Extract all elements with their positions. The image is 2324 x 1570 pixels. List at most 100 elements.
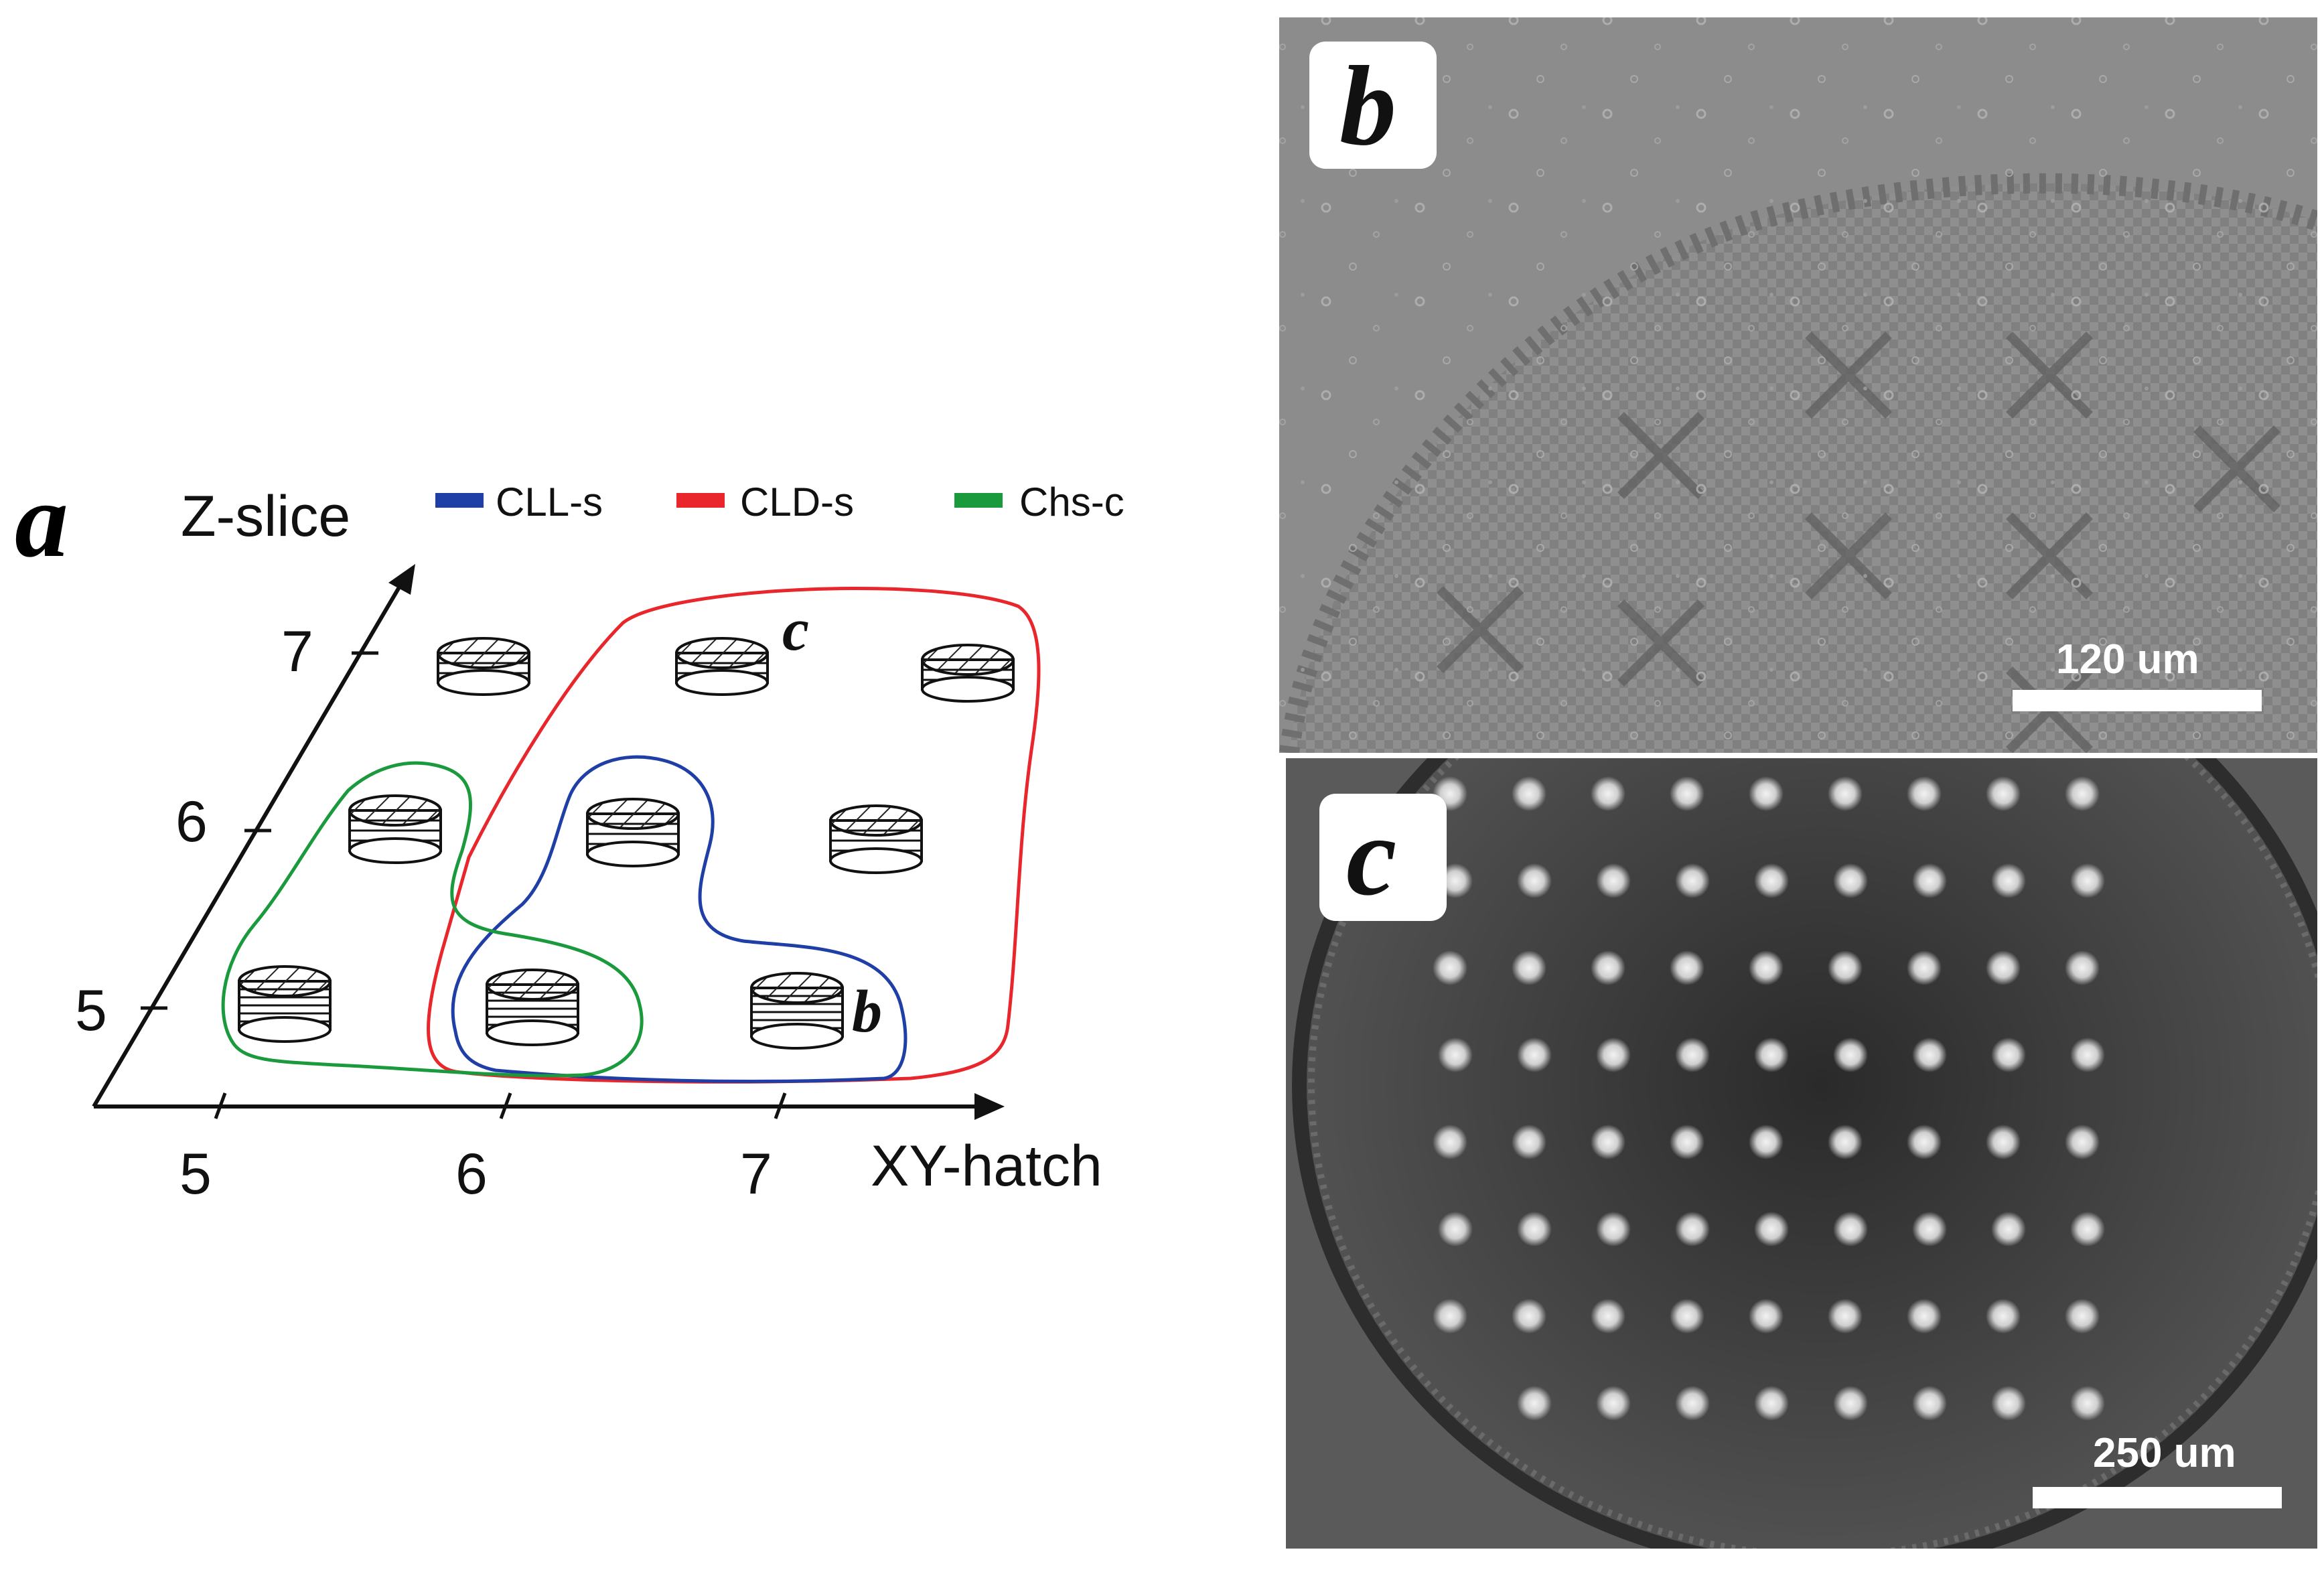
legend-swatch-cll bbox=[435, 493, 484, 508]
pillar-spot bbox=[1991, 1212, 2026, 1246]
panel-c-micrograph: c 250 um bbox=[1286, 758, 2317, 1549]
pillar-spot bbox=[1991, 1038, 2026, 1072]
legend-label-chs: Chs-c bbox=[1019, 480, 1124, 524]
pillar-spot bbox=[1833, 1386, 1868, 1421]
panel-c-label: c bbox=[1346, 793, 1396, 919]
pillar-spot bbox=[1670, 776, 1704, 811]
pillar-spot bbox=[1833, 1212, 1868, 1246]
pillar-spot bbox=[1754, 863, 1789, 898]
pillar-spot bbox=[2070, 1212, 2105, 1246]
badge-c bbox=[1319, 794, 1447, 921]
pillar-spot bbox=[1833, 863, 1868, 898]
marker-c-label: c bbox=[782, 597, 809, 663]
cld-group-outline bbox=[427, 587, 1041, 1084]
pillar-spot bbox=[1596, 1038, 1631, 1072]
legend-swatch-cld bbox=[676, 493, 725, 508]
z-axis-line bbox=[92, 581, 404, 1108]
pillar-spot bbox=[1517, 1212, 1552, 1246]
pillar-spot bbox=[1591, 950, 1625, 985]
cylinder-r6-c6 bbox=[586, 798, 680, 867]
pillar-spot bbox=[2070, 863, 2105, 898]
z-tick-5: 5 bbox=[75, 979, 107, 1043]
pillar-spot bbox=[1754, 1386, 1789, 1421]
pillar-spot bbox=[1512, 1125, 1546, 1159]
pillar-spot bbox=[1986, 1125, 2021, 1159]
pillar-spot bbox=[1675, 863, 1710, 898]
pillar-spot bbox=[1907, 1125, 1942, 1159]
pillar-spot bbox=[1675, 1386, 1710, 1421]
pillar-spot bbox=[1907, 776, 1942, 811]
pillar-spot bbox=[2065, 1125, 2100, 1159]
pillar-spot bbox=[1912, 1386, 1947, 1421]
cylinder-r5-c5 bbox=[238, 965, 332, 1043]
pillar-spot bbox=[1596, 1212, 1631, 1246]
legend-swatch-chs bbox=[954, 493, 1003, 508]
legend: CLL-s CLD-s Chs-c bbox=[435, 480, 1124, 524]
pillar-spot bbox=[1907, 1299, 1942, 1334]
pillar-spot bbox=[1517, 1038, 1552, 1072]
pillar-spot bbox=[1517, 1386, 1552, 1421]
cylinder-r6-c7 bbox=[829, 804, 923, 874]
pillar-spot bbox=[2070, 1038, 2105, 1072]
axes bbox=[92, 581, 978, 1109]
x-ticks bbox=[214, 1092, 787, 1119]
pillar-array-c bbox=[1433, 776, 2105, 1421]
pillar-spot bbox=[1986, 776, 2021, 811]
pillar-spot bbox=[2070, 1386, 2105, 1421]
pillar-spot bbox=[1591, 776, 1625, 811]
pillar-spot bbox=[1670, 950, 1704, 985]
z-ticks bbox=[141, 651, 378, 1010]
legend-label-cld: CLD-s bbox=[740, 480, 854, 524]
cylinder-r5-c7 bbox=[750, 972, 844, 1050]
pillar-spot bbox=[1833, 1038, 1868, 1072]
pillar-spot bbox=[1438, 1038, 1473, 1072]
cylinder-r6-c5 bbox=[348, 794, 442, 864]
pillar-spot bbox=[1596, 1386, 1631, 1421]
pillar-spot bbox=[1912, 1038, 1947, 1072]
pillar-spot bbox=[1512, 1299, 1546, 1334]
pillar-spot bbox=[1438, 1212, 1473, 1246]
x-tick-7: 7 bbox=[740, 1142, 772, 1206]
pillar-spot bbox=[1670, 1125, 1704, 1159]
legend-label-cll: CLL-s bbox=[496, 480, 603, 524]
pillar-spot bbox=[1912, 1212, 1947, 1246]
pillar-spot bbox=[1912, 863, 1947, 898]
pillar-spot bbox=[1986, 950, 2021, 985]
z-axis-arrowhead bbox=[388, 564, 415, 595]
pillar-spot bbox=[1517, 863, 1552, 898]
disk-c bbox=[1299, 758, 2317, 1549]
pillar-spot bbox=[1675, 1038, 1710, 1072]
pillar-spot bbox=[1749, 1125, 1784, 1159]
scale-label-b: 120 um bbox=[2056, 636, 2199, 683]
pillar-spot bbox=[1749, 1299, 1784, 1334]
cylinder-r5-c6 bbox=[486, 969, 579, 1046]
cylinder-r7-c7 bbox=[921, 644, 1015, 703]
pillar-spot bbox=[1596, 863, 1631, 898]
cll-group-outline bbox=[451, 755, 907, 1083]
scale-label-c: 250 um bbox=[2093, 1430, 2236, 1476]
pillar-spot bbox=[1591, 1125, 1625, 1159]
pillar-spot bbox=[1986, 1299, 2021, 1334]
pillar-spot bbox=[1433, 1125, 1467, 1159]
pillar-spot bbox=[1433, 950, 1467, 985]
pillar-spot bbox=[1512, 950, 1546, 985]
cylinder-r7-c6 bbox=[675, 637, 769, 696]
cylinder-r7-c5 bbox=[437, 637, 530, 696]
pillar-spot bbox=[1991, 863, 2026, 898]
pillar-spot bbox=[1591, 1299, 1625, 1334]
pillar-spot bbox=[1670, 1299, 1704, 1334]
z-tick-7: 7 bbox=[281, 620, 313, 684]
x-tick-5: 5 bbox=[179, 1142, 212, 1206]
panel-a-label: a bbox=[15, 460, 68, 579]
pillar-spot bbox=[2065, 1299, 2100, 1334]
pillar-spot bbox=[1828, 1299, 1863, 1334]
pillar-spot bbox=[1828, 1125, 1863, 1159]
xy-axis-arrowhead bbox=[974, 1093, 1005, 1120]
pillar-spot bbox=[1433, 1299, 1467, 1334]
panel-b-label: b bbox=[1339, 43, 1396, 169]
scale-bar-c bbox=[2033, 1487, 2282, 1508]
pillar-spot bbox=[1675, 1212, 1710, 1246]
z-axis-label: Z-slice bbox=[181, 484, 350, 549]
x-tick-6: 6 bbox=[455, 1142, 488, 1206]
